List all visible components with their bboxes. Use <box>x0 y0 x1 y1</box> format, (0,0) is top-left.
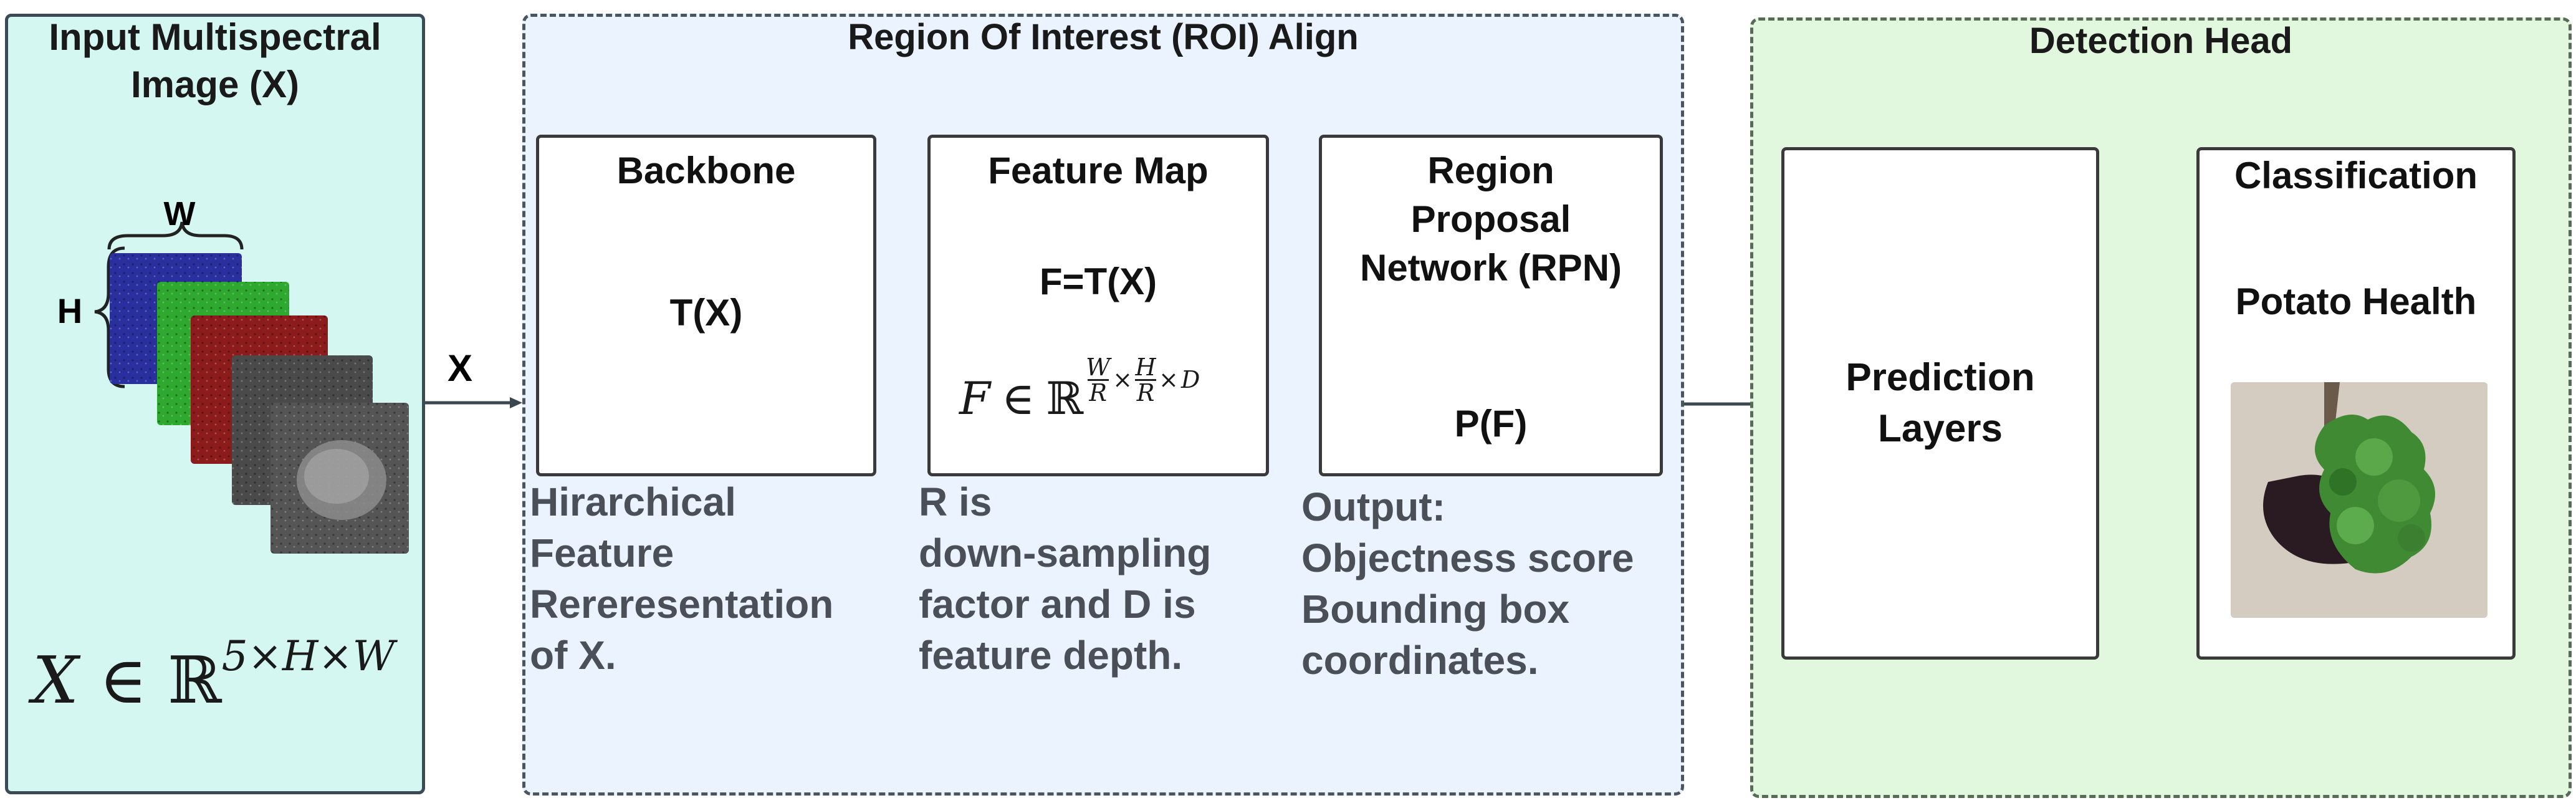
prediction-layers-box: Prediction Layers <box>1781 147 2099 660</box>
height-label: H <box>57 291 83 330</box>
backbone-title: Backbone <box>616 150 796 191</box>
feature-map-description: R is down-sampling factor and D is featu… <box>919 476 1255 681</box>
potato-plant-image <box>2231 382 2487 618</box>
rpn-title-line2: Proposal <box>1410 198 1571 240</box>
rpn-desc-line: Objectness score <box>1301 536 1634 580</box>
backbone-desc-line: Rereresentation <box>530 582 834 627</box>
prediction-line2: Layers <box>1878 407 2003 450</box>
feature-map-expression: F=T(X) <box>1039 261 1157 302</box>
rpn-desc-line: Bounding box <box>1301 587 1570 632</box>
input-panel-title: Input Multispectral Image (X) <box>5 14 425 108</box>
formula-reals: ℝ <box>168 642 222 718</box>
fm-formula-reals: ℝ <box>1046 372 1084 425</box>
rpn-title-line1: Region <box>1427 150 1554 191</box>
feature-desc-line: feature depth. <box>919 633 1183 678</box>
feature-desc-line: down-sampling <box>919 531 1212 575</box>
rpn-title: Region Proposal Network (RPN) <box>1322 147 1660 292</box>
fm-formula-exponent: W R × H R × D <box>1086 355 1200 405</box>
input-formula: X ∈ ℝ5×H×W <box>32 632 395 718</box>
width-brace <box>107 221 244 250</box>
input-title-line2: Image (X) <box>130 64 300 105</box>
rpn-box: Region Proposal Network (RPN) P(F) <box>1319 135 1663 476</box>
formula-x: X <box>32 642 79 718</box>
input-title-line1: Input Multispectral <box>49 16 381 58</box>
fm-w-den: R <box>1087 378 1109 405</box>
feature-desc-line: R is <box>919 479 992 524</box>
feature-map-title: Feature Map <box>988 150 1209 191</box>
feature-map-box: Feature Map F=T(X) F ∈ ℝ W R × H R × D <box>927 135 1269 476</box>
rpn-desc-line: Output: <box>1301 484 1445 529</box>
rpn-title-line3: Network (RPN) <box>1359 247 1622 289</box>
rpn-expression: P(F) <box>1454 403 1528 445</box>
detection-panel-title: Detection Head <box>2029 21 2293 61</box>
backbone-expression: T(X) <box>669 292 743 334</box>
backbone-box: Backbone T(X) <box>536 135 876 476</box>
backbone-desc-line: Hirarchical <box>530 479 736 524</box>
classification-title: Classification <box>2234 155 2478 196</box>
fm-w-num: W <box>1086 353 1111 381</box>
backbone-desc-line: Feature <box>530 531 674 575</box>
fm-times-1: × <box>1113 366 1133 393</box>
feature-desc-line: factor and D is <box>919 582 1196 627</box>
formula-in: ∈ <box>99 642 148 718</box>
classification-box: Classification Potato Health <box>2196 147 2516 660</box>
formula-exponent: 5×H×W <box>221 632 395 681</box>
fm-formula-in: ∈ <box>1001 372 1035 425</box>
width-label: W <box>163 195 196 233</box>
rpn-desc-line: coordinates. <box>1301 638 1539 683</box>
fm-formula-f: F <box>959 372 990 425</box>
classification-subtitle: Potato Health <box>2235 281 2477 322</box>
height-brace <box>94 246 125 388</box>
fm-h-den: R <box>1135 378 1157 405</box>
backbone-desc-line: of X. <box>530 633 616 678</box>
input-arrow-label: X <box>448 347 473 389</box>
fm-d: D <box>1180 366 1200 393</box>
prediction-line1: Prediction <box>1846 356 2035 399</box>
roi-panel-title: Region Of Interest (ROI) Align <box>848 17 1359 57</box>
feature-map-formula: F ∈ ℝ W R × H R × D <box>959 355 1200 425</box>
fm-h-num: H <box>1135 353 1156 381</box>
rpn-description: Output: Objectness score Bounding box co… <box>1301 481 1682 686</box>
backbone-description: Hirarchical Feature Rereresentation of X… <box>530 476 879 681</box>
fm-times-2: × <box>1159 366 1179 393</box>
